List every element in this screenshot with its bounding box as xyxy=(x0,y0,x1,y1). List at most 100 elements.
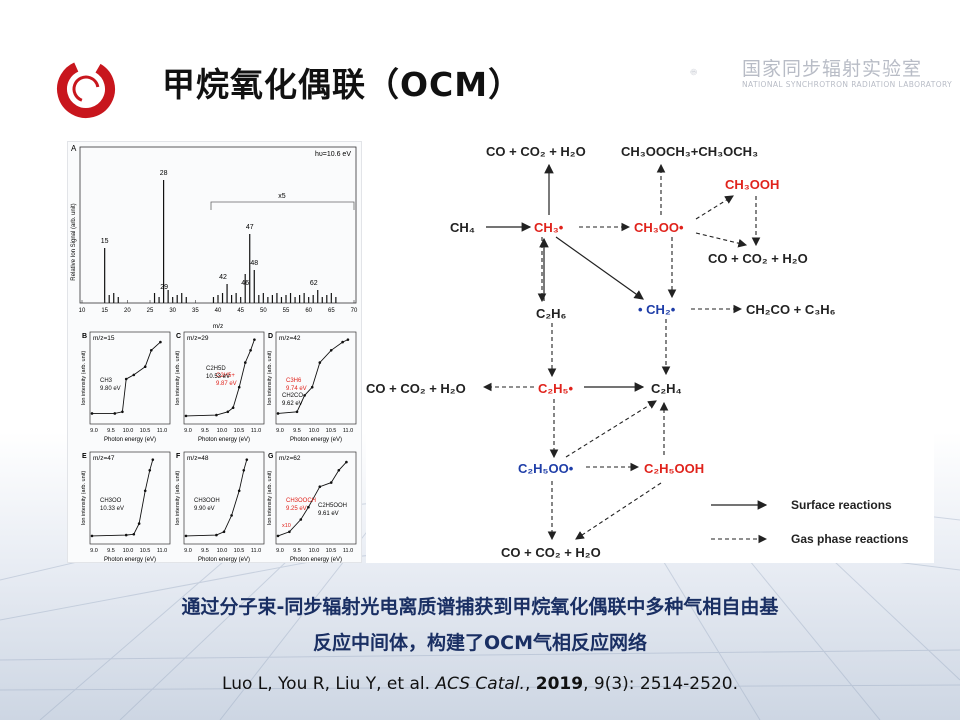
ref-journal: ACS Catal. xyxy=(435,674,525,694)
subplot-ie: 9.90 eV xyxy=(194,506,215,512)
subplot-curve xyxy=(277,339,349,414)
subplot-xtick: 9.0 xyxy=(184,548,192,554)
subplot-xlabel: Photon energy (eV) xyxy=(198,557,250,563)
subplot-xtick: 9.5 xyxy=(107,548,115,554)
subplot-point xyxy=(222,530,226,534)
subplot-ylabel: Ion intensity (arb. unit) xyxy=(81,471,87,526)
subplot-point xyxy=(226,410,230,414)
subplot-xtick: 10.5 xyxy=(326,428,337,434)
subplot-point xyxy=(346,338,350,341)
subplot-point xyxy=(124,377,128,381)
subplot-mz: m/z=29 xyxy=(187,335,209,342)
panel-a-energy: hυ=10.6 eV xyxy=(315,151,351,158)
subplot-species: CH3OOCH xyxy=(286,498,316,504)
panel-a-xlabel: m/z xyxy=(213,323,223,330)
subplot-xtick: 10.5 xyxy=(140,428,151,434)
node-co-left: CO + CO₂ + H₂O xyxy=(366,381,466,396)
a-xtick-label: 10 xyxy=(79,308,86,314)
node-c2h6: C₂H₆ xyxy=(536,306,567,321)
subplot-mz: m/z=42 xyxy=(279,335,301,342)
panel-a-ylabel: Relative Ion Signal (arb. unit) xyxy=(71,203,77,280)
node-c2h5: C₂H₅• xyxy=(538,381,574,396)
a-xtick-label: 65 xyxy=(328,308,335,314)
subplot-point xyxy=(337,469,341,472)
a-xtick-label: 35 xyxy=(192,308,199,314)
a-xtick-label: 45 xyxy=(237,308,244,314)
a-xtick-label: 60 xyxy=(305,308,312,314)
node-c2h5oo: C₂H₅OO• xyxy=(518,461,574,476)
subplot-point xyxy=(184,534,188,538)
a-peak-label: 29 xyxy=(160,284,168,291)
node-ch3oo: CH₃OO• xyxy=(634,220,684,235)
subplot-species: CH3 xyxy=(100,378,113,384)
a-xtick-label: 15 xyxy=(101,308,108,314)
network-svg: CO + CO₂ + H₂O CH₃OOCH₃+CH₃OCH₃ CH₃OOH C… xyxy=(366,144,909,560)
subplot-frame xyxy=(275,331,357,425)
subplot-xtick: 9.0 xyxy=(276,428,284,434)
subplot-point xyxy=(132,373,136,377)
a-peak-label: 15 xyxy=(101,238,109,245)
subplot-point xyxy=(345,460,348,464)
subplot-xtick: 10.0 xyxy=(123,428,134,434)
subplot-frame xyxy=(89,331,171,425)
subplot-ie: 9.80 eV xyxy=(100,386,121,392)
a-xtick-label: 40 xyxy=(215,308,222,314)
subplot-point xyxy=(299,518,303,521)
reference: Luo L, You R, Liu Y, et al. ACS Catal., … xyxy=(0,674,960,694)
slide-title: 甲烷氧化偶联（OCM） xyxy=(162,65,523,104)
subplot-point xyxy=(341,340,344,344)
subplot-ylabel: Ion intensity (arb. unit) xyxy=(81,351,87,406)
subplot-point xyxy=(149,349,153,352)
subplot-xtick: 11.0 xyxy=(343,428,353,434)
subplot-point xyxy=(90,534,94,538)
subplot-point xyxy=(159,340,162,344)
subplot-xtick: 9.5 xyxy=(107,428,115,434)
node-co-top: CO + CO₂ + H₂O xyxy=(486,144,586,159)
subplot-point xyxy=(318,485,322,489)
subplot-point xyxy=(230,514,233,517)
nsrl-logo-icon: NSRL xyxy=(690,68,697,76)
nsrl-abbr: NSRL xyxy=(692,72,696,74)
subplot-letter: C xyxy=(176,333,181,340)
subplot-xlabel: Photon energy (eV) xyxy=(290,437,342,443)
subplot-point xyxy=(215,413,218,417)
subplot-ie2: 9.62 eV xyxy=(282,401,303,407)
subplot-point xyxy=(288,530,291,534)
subplot-point xyxy=(237,489,241,493)
subplot-letter: F xyxy=(176,453,181,460)
a-xtick-label: 55 xyxy=(283,308,290,314)
node-ch2co: CH₂CO + C₃H₆ xyxy=(746,302,836,317)
subplot-xtick: 10.0 xyxy=(123,548,134,554)
subplot-point xyxy=(184,414,188,418)
panel-a-scale: x5 xyxy=(278,193,286,200)
subplot-point xyxy=(245,458,249,461)
subplot-xtick: 9.5 xyxy=(293,548,301,554)
subplot-xtick: 10.5 xyxy=(234,428,245,434)
subplot-point xyxy=(303,394,306,397)
subplot-xtick: 9.5 xyxy=(201,548,209,554)
subplot-xtick: 9.0 xyxy=(184,428,192,434)
node-c2h5ooh: C₂H₅OOH xyxy=(644,461,704,476)
subplot-point xyxy=(151,458,155,461)
subplot-species: CH3OO xyxy=(100,498,122,504)
subplot-species: CH3OOH xyxy=(194,498,220,504)
subplot-species: C2H5+ xyxy=(216,373,235,379)
subplot-letter: B xyxy=(82,333,87,340)
subplot-point xyxy=(132,532,136,536)
subplot-xtick: 10.0 xyxy=(309,428,320,434)
subplot-frame xyxy=(89,451,171,545)
subplot-xtick: 10.0 xyxy=(217,428,228,434)
subplot-xtick: 9.0 xyxy=(90,548,98,554)
subplot-ylabel: Ion intensity (arb. unit) xyxy=(175,471,181,526)
lab-name-en: NATIONAL SYNCHROTRON RADIATION LABORATOR… xyxy=(742,80,953,89)
subplot-point xyxy=(249,349,252,352)
subplot-point xyxy=(329,349,333,352)
subplot-point xyxy=(243,361,247,364)
subplot-xtick: 9.5 xyxy=(293,428,301,434)
subplot-xtick: 10.5 xyxy=(234,548,245,554)
